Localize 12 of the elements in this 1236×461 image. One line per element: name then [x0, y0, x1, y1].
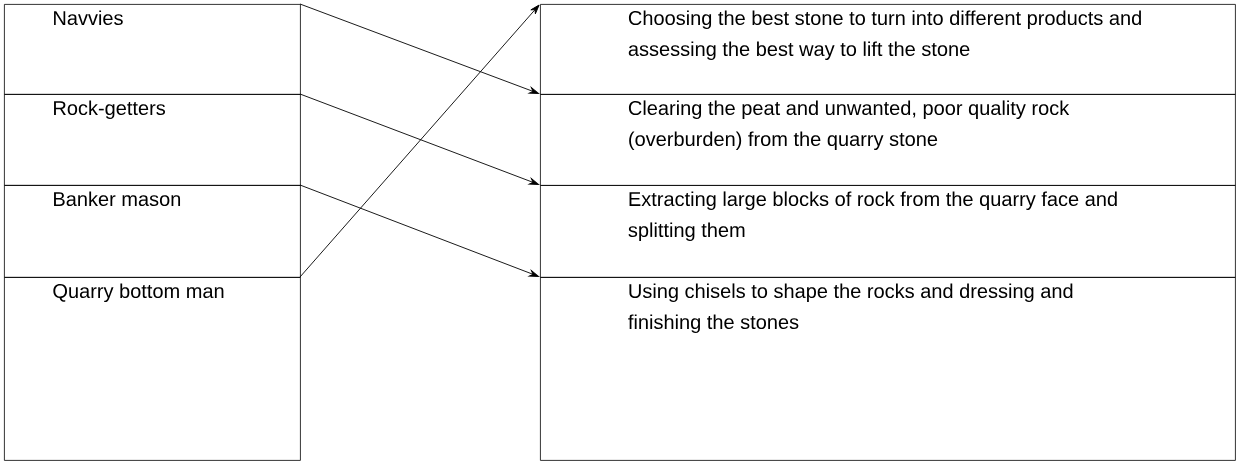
table-cell: Clearing the peat and unwanted, poor quality rock (overburden) from the quarry stone — [540, 94, 1236, 186]
arrow — [299, 3, 540, 94]
table-cell: Rock-getters — [4, 94, 301, 186]
table-cell: Choosing the best stone to turn into different products and assessing the best way to lift the stone — [540, 4, 1236, 95]
table-cell: Navvies — [4, 4, 301, 95]
arrow — [299, 4, 540, 278]
table-cell: Using chisels to shape the rocks and dressing and finishing the stones — [540, 277, 1236, 461]
table-cell: Banker mason — [4, 185, 301, 278]
arrow — [299, 93, 540, 185]
table-cell: Extracting large blocks of rock from the quarry face and splitting them — [540, 185, 1236, 278]
table-cell: Quarry bottom man — [4, 277, 301, 461]
arrow — [299, 184, 540, 277]
